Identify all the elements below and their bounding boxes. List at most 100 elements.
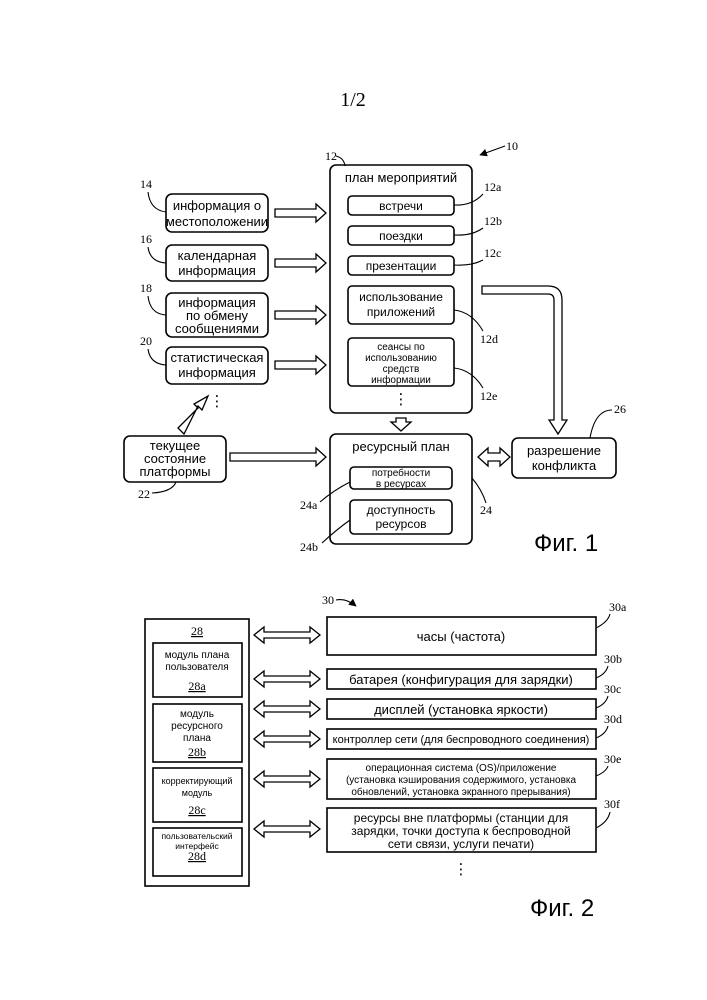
arrow-messaging-to-plan xyxy=(275,306,326,324)
arrow-platform-to-inputs xyxy=(178,396,208,434)
arrow-calendar-to-plan xyxy=(275,254,326,272)
ref-30d: 30d xyxy=(604,712,622,726)
arrow-platform-to-resource xyxy=(230,448,326,466)
ref-20-leader xyxy=(148,349,166,365)
event-plan-ellipsis: ⋮ xyxy=(394,391,409,408)
arrow-plan-to-conflict xyxy=(482,286,567,434)
resource-os-line2: (установка кэширования содержимого, уста… xyxy=(346,775,577,786)
ref-30: 30 xyxy=(322,593,334,607)
ref-16: 16 xyxy=(140,232,152,246)
resource-display-label: дисплей (установка яркости) xyxy=(374,702,548,717)
arrow-location-to-plan xyxy=(275,204,326,222)
input-calendar-line2: информация xyxy=(178,263,256,278)
ref-12e: 12e xyxy=(480,389,497,403)
event-item-info-sessions-line3: средств xyxy=(383,364,420,375)
event-item-info-sessions-line2: использованию xyxy=(365,353,437,364)
resource-network-label: контроллер сети (для беспроводного соеди… xyxy=(333,734,590,746)
event-item-trips-label: поездки xyxy=(379,229,423,243)
ref-14: 14 xyxy=(140,177,152,191)
ref-22-leader xyxy=(152,482,176,493)
ref-12d: 12d xyxy=(480,332,498,346)
event-item-app-usage-line2: приложений xyxy=(367,305,435,319)
arrow-28-30f xyxy=(254,821,320,837)
resource-offplatform-line3: сети связи, услуги печати) xyxy=(388,837,534,851)
platform-state-line3: платформы xyxy=(140,464,211,479)
module-ui-line1: пользовательский xyxy=(161,831,232,841)
ref-14-leader xyxy=(148,192,166,212)
event-item-info-sessions-line1: сеансы по xyxy=(377,342,425,353)
module-correcting-line2: модуль xyxy=(182,788,213,798)
resource-os-line3: обновлений, установка экранного прерыван… xyxy=(351,786,570,798)
arrow-28-30d xyxy=(254,731,320,747)
ref-30c: 30c xyxy=(604,682,621,696)
module-resource-plan-line2: ресурсного xyxy=(171,721,223,732)
module-resource-plan-line1: модуль xyxy=(180,709,214,720)
ref-24-leader xyxy=(472,478,486,503)
resources-ellipsis: ⋮ xyxy=(454,861,469,878)
arrow-28-30b xyxy=(254,671,320,687)
fig1-caption: Фиг. 1 xyxy=(534,530,598,557)
ref-30d-leader xyxy=(596,726,608,738)
ref-30c-leader xyxy=(596,696,608,708)
ref-30f-leader xyxy=(596,812,610,828)
ref-30f: 30f xyxy=(604,797,620,811)
resource-clock-label: часы (частота) xyxy=(417,629,505,644)
ref-30b-leader xyxy=(596,666,608,678)
conflict-line1: разрешение xyxy=(527,443,601,458)
resource-battery-label: батарея (конфигурация для зарядки) xyxy=(349,672,573,687)
input-calendar-line1: календарная xyxy=(178,248,257,263)
ref-26-leader xyxy=(590,410,612,438)
event-item-info-sessions-line4: информации xyxy=(371,374,431,386)
ref-28a: 28a xyxy=(188,679,206,693)
ref-10-arrow xyxy=(480,146,505,155)
ref-28: 28 xyxy=(191,624,203,638)
conflict-line2: конфликта xyxy=(532,458,597,473)
module-user-plan-line2: пользователя xyxy=(165,662,228,673)
ref-24b: 24b xyxy=(300,540,318,554)
ref-30e: 30e xyxy=(604,752,621,766)
resource-needs-line2: в ресурсах xyxy=(376,479,426,490)
ref-28d: 28d xyxy=(188,849,206,863)
module-correcting-line1: корректирующий xyxy=(162,776,233,786)
arrow-28-30c xyxy=(254,701,320,717)
resource-availability-line2: ресурсов xyxy=(375,517,426,531)
module-user-plan-line1: модуль плана xyxy=(165,650,230,661)
ref-18: 18 xyxy=(140,281,152,295)
ref-24a: 24a xyxy=(300,498,318,512)
event-plan-title: план мероприятий xyxy=(345,170,457,185)
input-location-line2: местоположении xyxy=(166,214,268,229)
ref-28c: 28c xyxy=(188,803,205,817)
resource-offplatform-line1: ресурсы вне платформы (станции для xyxy=(354,811,568,825)
ref-30a-leader xyxy=(596,614,610,628)
event-item-meetings-label: встречи xyxy=(379,199,423,213)
ref-26: 26 xyxy=(614,402,626,416)
event-item-presentations-label: презентации xyxy=(366,259,437,273)
ref-28b: 28b xyxy=(188,745,206,759)
module-resource-plan-line3: плана xyxy=(183,733,211,744)
ref-16-leader xyxy=(148,247,166,263)
resource-plan-title: ресурсный план xyxy=(352,439,449,454)
input-statistics-line2: информация xyxy=(178,365,256,380)
input-location-line1: информация о xyxy=(173,198,261,213)
arrow-28-30a xyxy=(254,627,320,643)
ref-12: 12 xyxy=(325,149,337,163)
ref-22: 22 xyxy=(138,487,150,501)
resource-offplatform-line2: зарядки, точки доступа к беспроводной xyxy=(351,824,570,838)
ref-24: 24 xyxy=(480,503,492,517)
ref-10: 10 xyxy=(506,139,518,153)
arrow-resource-conflict xyxy=(478,448,510,466)
inputs-ellipsis: ⋮ xyxy=(210,393,225,410)
arrow-plan-to-resource xyxy=(391,418,411,431)
resource-needs-line1: потребности xyxy=(372,467,430,479)
input-messaging-line3: сообщениями xyxy=(175,321,259,336)
resource-os-line1: операционная система (OS)/приложение xyxy=(366,763,557,774)
input-statistics-line1: статистическая xyxy=(171,350,264,365)
ref-12b: 12b xyxy=(484,214,502,228)
event-item-app-usage-line1: использование xyxy=(359,290,443,304)
arrow-28-30e xyxy=(254,771,320,787)
ref-30e-leader xyxy=(596,766,608,776)
fig2-caption: Фиг. 2 xyxy=(530,895,594,922)
ref-30a: 30a xyxy=(609,600,627,614)
ref-12c: 12c xyxy=(484,246,501,260)
